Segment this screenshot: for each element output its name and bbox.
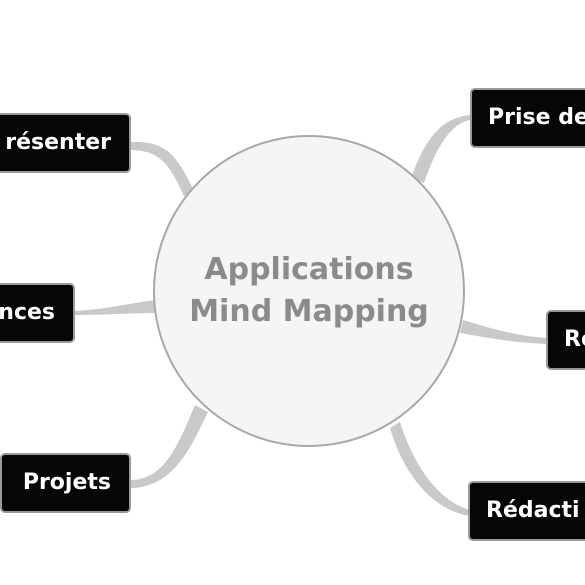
branch-bottom-left[interactable]: Projets: [0, 453, 131, 513]
branch-mid-left-label: nces: [0, 300, 55, 325]
connector-top-left: [130, 141, 195, 196]
connector-mid-left: [74, 300, 156, 315]
branch-bottom-right-label: Rédacti: [486, 498, 580, 523]
central-topic-line-2: Mind Mapping: [189, 294, 429, 329]
connector-mid-right: [460, 320, 548, 344]
branch-top-left-label: résenter: [5, 130, 111, 155]
branch-bottom-right[interactable]: Rédacti: [468, 481, 585, 541]
connector-top-right: [411, 115, 470, 183]
central-topic-line-1: Applications: [204, 252, 414, 287]
central-topic[interactable]: Applications Mind Mapping: [153, 135, 465, 447]
branch-mid-right[interactable]: Ré: [546, 310, 585, 370]
branch-mid-right-label: Ré: [564, 327, 585, 352]
branch-mid-left[interactable]: nces: [0, 283, 75, 343]
branch-bottom-left-label: Projets: [22, 470, 111, 495]
branch-top-right-label: Prise de: [488, 105, 585, 130]
connector-bottom-right: [390, 422, 470, 516]
branch-top-right[interactable]: Prise de: [470, 88, 585, 148]
branch-top-left[interactable]: résenter: [0, 113, 131, 173]
connector-bottom-left: [130, 405, 208, 488]
